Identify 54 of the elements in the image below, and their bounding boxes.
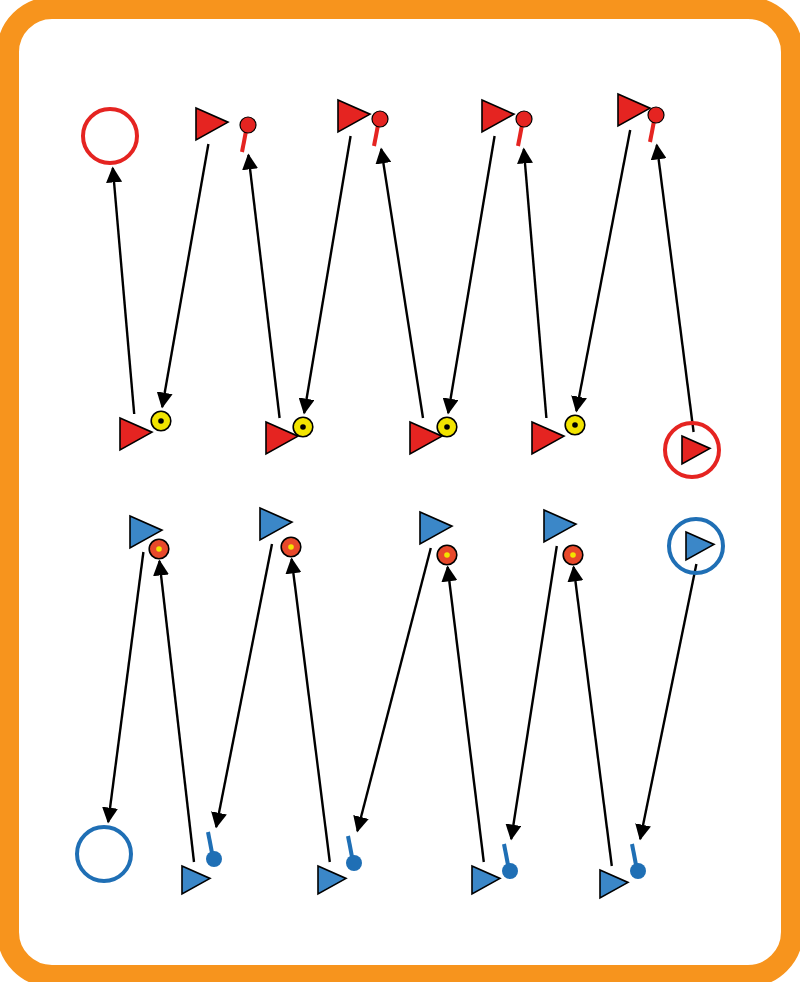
marker-ring [80,106,140,166]
ball-icon [435,415,457,437]
player-icon [180,864,212,896]
ball-icon [291,415,313,437]
flag-icon [342,833,362,871]
arrow [156,143,210,409]
player-icon [542,508,578,544]
player-icon [680,434,712,466]
flag-icon [644,105,664,143]
arrow [567,565,613,867]
player-icon [264,420,300,456]
player-icon [336,98,372,134]
flag-icon [498,841,518,879]
marker-ring [662,420,722,480]
ball-icon [561,543,583,565]
arrow [505,545,558,841]
marker-ring [74,824,134,884]
marker-ring [666,516,726,576]
player-icon [684,530,716,562]
arrow [517,147,548,419]
arrow [102,551,145,824]
arrow [375,147,425,419]
ball-icon [147,537,169,559]
player-icon [530,420,566,456]
ball-icon [149,409,171,431]
arrow [211,543,274,829]
arrow [298,135,352,415]
arrow [153,559,196,863]
player-icon [418,510,454,546]
flag-icon [236,115,256,153]
player-icon [470,864,502,896]
player-icon [194,106,230,142]
player-icon [480,98,516,134]
arrow [442,135,496,415]
ball-icon [279,535,301,557]
arrow [242,153,281,419]
player-icon [316,864,348,896]
player-icon [118,416,154,452]
player-icon [408,420,444,456]
player-icon [616,92,652,128]
arrow [353,547,432,833]
ball-icon [435,543,457,565]
arrow [441,565,485,863]
player-icon [598,868,630,900]
arrow [285,557,331,863]
ball-icon [563,413,585,435]
player-icon [258,506,294,542]
flag-icon [202,829,222,867]
flag-icon [512,109,532,147]
arrow [106,166,136,415]
arrow [571,129,632,413]
flag-icon [626,841,646,879]
flag-icon [368,109,388,147]
player-icon [128,514,164,550]
